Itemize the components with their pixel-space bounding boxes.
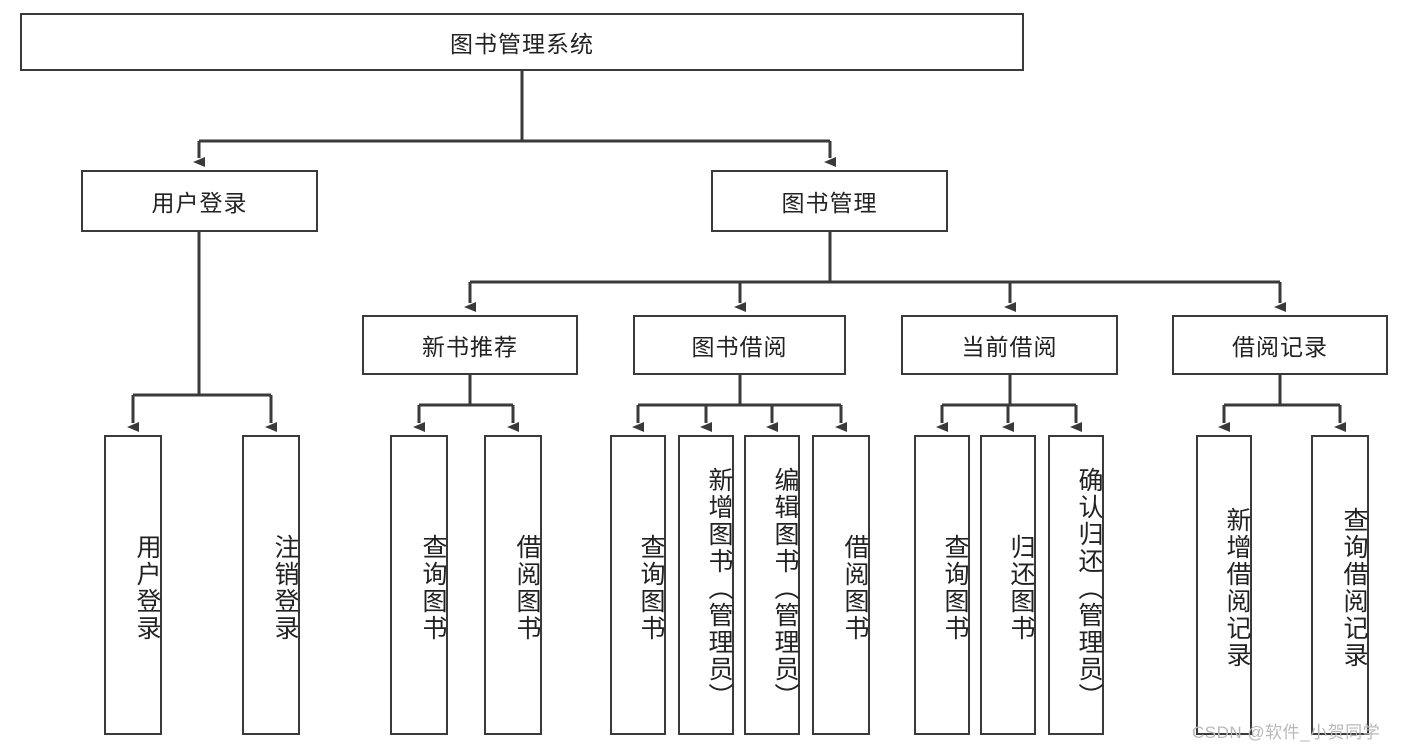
leaf-query-book-current[interactable]: 查询图书	[914, 435, 970, 735]
leaf-query-borrow-record-label: 查询借阅记录	[1340, 507, 1368, 669]
node-new-book-recommend-label: 新书推荐	[422, 334, 518, 360]
leaf-query-book-recommend[interactable]: 查询图书	[390, 435, 448, 735]
node-borrow-record[interactable]: 借阅记录	[1172, 315, 1388, 375]
node-book-borrow-label: 图书借阅	[691, 334, 788, 360]
leaf-add-book-admin-label: 新增图书（管理员）	[705, 466, 733, 710]
leaf-query-book-borrow[interactable]: 查询图书	[610, 435, 666, 735]
node-current-borrow[interactable]: 当前借阅	[901, 315, 1118, 375]
node-book-borrow[interactable]: 图书借阅	[633, 315, 846, 375]
leaf-borrow-book-recommend[interactable]: 借阅图书	[484, 435, 542, 735]
leaf-user-logout[interactable]: 注销登录	[242, 435, 300, 735]
node-root-system[interactable]: 图书管理系统	[20, 13, 1024, 71]
leaf-edit-book-admin-label: 编辑图书（管理员）	[771, 466, 799, 710]
leaf-add-book-admin[interactable]: 新增图书（管理员）	[678, 435, 734, 735]
leaf-query-book-recommend-label: 查询图书	[419, 534, 447, 642]
node-book-management[interactable]: 图书管理	[711, 170, 948, 232]
node-root-label: 图书管理系统	[450, 31, 594, 57]
leaf-return-book-label: 归还图书	[1007, 534, 1035, 642]
leaf-edit-book-admin[interactable]: 编辑图书（管理员）	[744, 435, 800, 735]
node-borrow-record-label: 借阅记录	[1232, 334, 1328, 360]
csdn-watermark: CSDN @软件_小贺同学	[1192, 723, 1381, 742]
leaf-return-book[interactable]: 归还图书	[980, 435, 1036, 735]
node-user-login[interactable]: 用户登录	[81, 170, 318, 232]
node-new-book-recommend[interactable]: 新书推荐	[362, 315, 578, 375]
leaf-query-book-borrow-label: 查询图书	[637, 534, 665, 642]
leaf-borrow-book-label: 借阅图书	[841, 534, 869, 642]
leaf-query-book-current-label: 查询图书	[941, 534, 969, 642]
leaf-add-borrow-record-label: 新增借阅记录	[1223, 507, 1251, 669]
leaf-confirm-return-admin-label: 确认归还（管理员）	[1075, 466, 1103, 710]
leaf-borrow-book-recommend-label: 借阅图书	[513, 534, 541, 642]
leaf-add-borrow-record[interactable]: 新增借阅记录	[1196, 435, 1252, 735]
node-user-login-label: 用户登录	[151, 190, 248, 216]
node-book-management-label: 图书管理	[781, 190, 878, 216]
leaf-user-logout-label: 注销登录	[271, 534, 299, 642]
leaf-user-login-label: 用户登录	[133, 534, 161, 642]
leaf-confirm-return-admin[interactable]: 确认归还（管理员）	[1048, 435, 1104, 735]
leaf-user-login[interactable]: 用户登录	[104, 435, 162, 735]
leaf-query-borrow-record[interactable]: 查询借阅记录	[1311, 435, 1369, 735]
leaf-borrow-book[interactable]: 借阅图书	[812, 435, 870, 735]
node-current-borrow-label: 当前借阅	[961, 334, 1058, 360]
